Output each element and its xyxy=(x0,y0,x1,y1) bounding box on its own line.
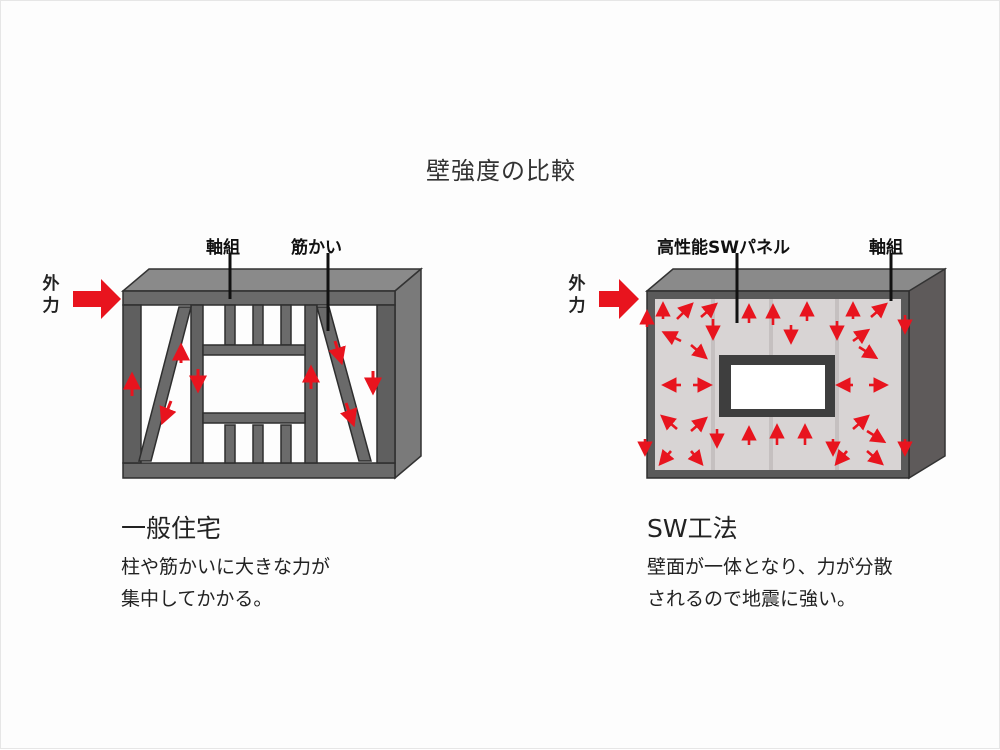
right-caption-line-2: されるので地震に強い。 xyxy=(647,588,857,610)
right-caption-line-1: 壁面が一体となり、力が分散 xyxy=(647,556,893,578)
right-panel-label: 高性能SWパネル xyxy=(657,238,790,258)
right-stress-arrows xyxy=(637,301,913,466)
left-force-char-1: 外 xyxy=(42,274,60,294)
left-force-char-2: 力 xyxy=(42,296,60,316)
left-force-arrow-icon xyxy=(73,279,121,319)
right-caption-text: 壁面が一体となり、力が分散 されるので地震に強い。 xyxy=(647,551,977,615)
left-caption-title: 一般住宅 xyxy=(121,514,222,543)
left-caption-line-2: 集中してかかる。 xyxy=(121,588,273,610)
left-force-label: 外 力 xyxy=(41,273,61,317)
left-caption-text: 柱や筋かいに大きな力が 集中してかかる。 xyxy=(121,551,451,615)
right-force-arrow-icon xyxy=(599,279,639,319)
right-force-label: 外 力 xyxy=(567,273,587,317)
right-frame-label: 軸組 xyxy=(869,238,903,258)
right-caption-title: SW工法 xyxy=(647,514,738,543)
right-force-char-1: 外 xyxy=(568,274,586,294)
page-title: 壁強度の比較 xyxy=(426,157,576,185)
left-caption-line-1: 柱や筋かいに大きな力が xyxy=(121,556,331,578)
left-frame-diagram xyxy=(73,253,424,480)
right-panel-diagram xyxy=(599,253,948,480)
left-stress-arrows xyxy=(123,340,382,428)
right-force-char-2: 力 xyxy=(568,296,586,316)
